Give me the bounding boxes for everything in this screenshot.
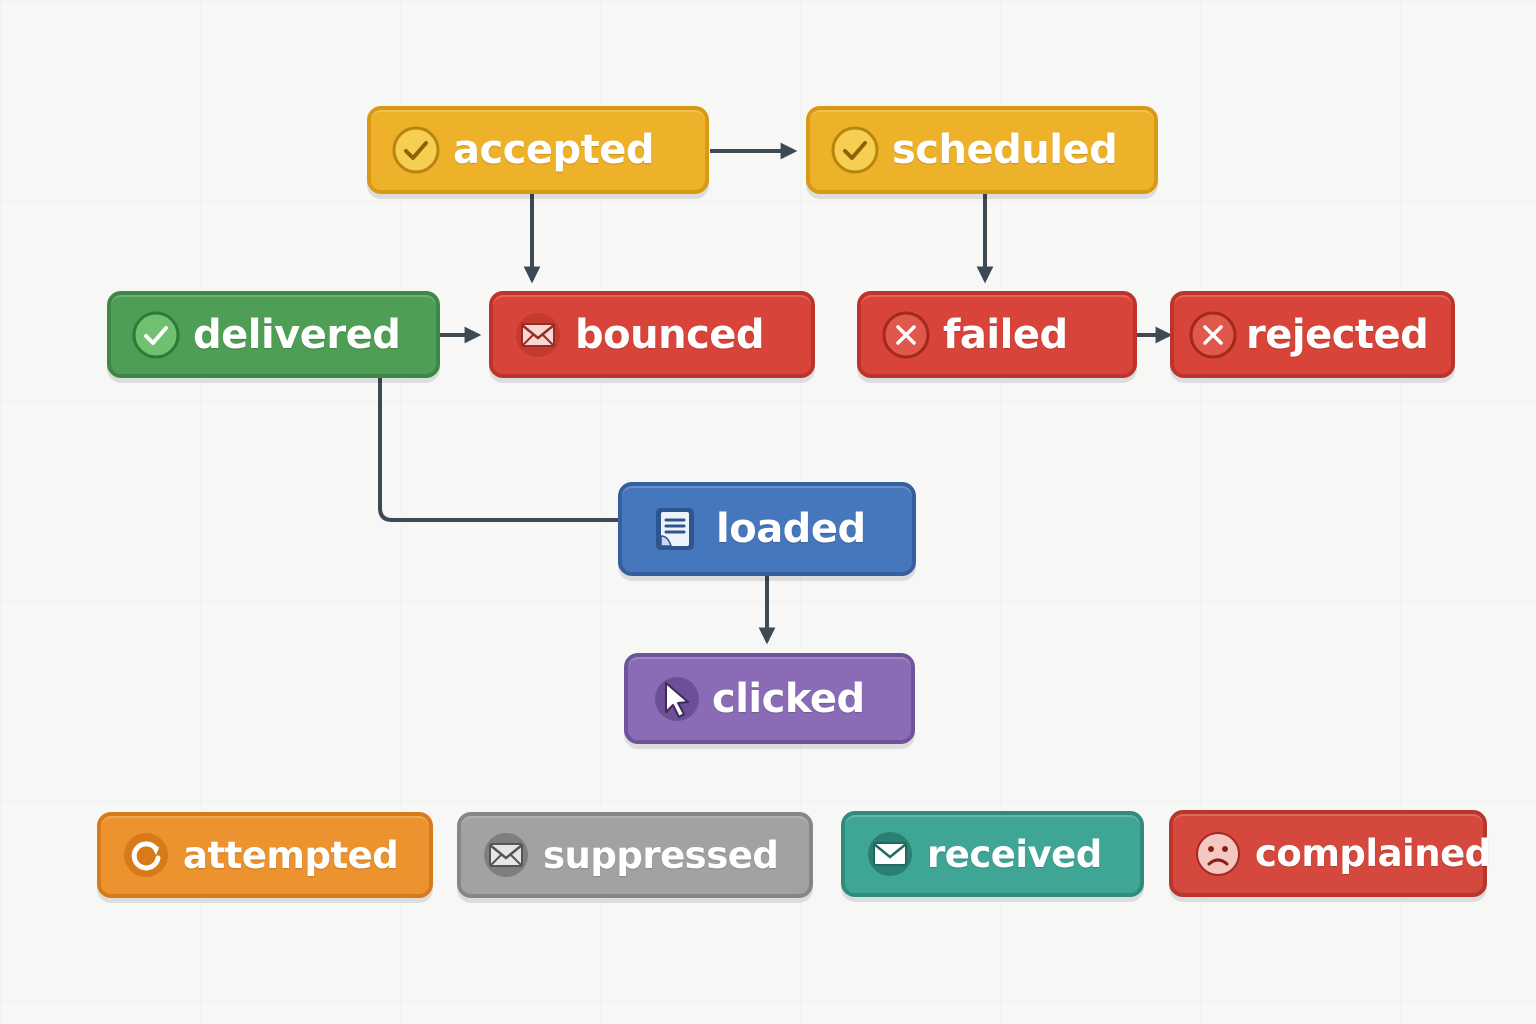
frown-face-icon	[1193, 829, 1243, 879]
node-failed[interactable]: failed	[857, 291, 1137, 378]
node-label-accepted: accepted	[453, 127, 655, 173]
envelope-icon	[865, 829, 915, 879]
node-suppressed[interactable]: suppressed	[457, 812, 813, 898]
cursor-icon	[652, 674, 702, 724]
node-label-scheduled: scheduled	[892, 127, 1118, 173]
node-attempted[interactable]: attempted	[97, 812, 433, 898]
node-loaded[interactable]: loaded	[618, 482, 916, 576]
check-circle-icon	[391, 125, 441, 175]
x-circle-icon	[881, 310, 931, 360]
node-label-attempted: attempted	[183, 833, 399, 877]
node-label-failed: failed	[943, 311, 1068, 358]
edge-delivered-loaded	[378, 378, 618, 522]
node-clicked[interactable]: clicked	[624, 653, 915, 744]
envelope-icon	[513, 310, 563, 360]
node-bounced[interactable]: bounced	[489, 291, 815, 378]
refresh-icon	[121, 830, 171, 880]
node-label-rejected: rejected	[1246, 311, 1429, 358]
node-delivered[interactable]: delivered	[107, 291, 440, 378]
node-label-loaded: loaded	[716, 506, 866, 552]
node-label-complained: complained	[1255, 832, 1491, 875]
document-icon	[650, 504, 700, 554]
node-rejected[interactable]: rejected	[1170, 291, 1455, 378]
node-scheduled[interactable]: scheduled	[806, 106, 1158, 194]
node-label-clicked: clicked	[712, 675, 865, 722]
check-circle-icon	[830, 125, 880, 175]
node-label-delivered: delivered	[193, 311, 401, 358]
envelope-icon	[481, 830, 531, 880]
node-complained[interactable]: complained	[1169, 810, 1491, 897]
node-accepted[interactable]: accepted	[367, 106, 709, 194]
x-circle-icon	[1188, 310, 1238, 360]
node-label-received: received	[927, 832, 1102, 876]
check-circle-icon	[131, 310, 181, 360]
node-label-suppressed: suppressed	[543, 833, 779, 877]
node-label-bounced: bounced	[575, 311, 765, 358]
node-received[interactable]: received	[841, 811, 1144, 897]
